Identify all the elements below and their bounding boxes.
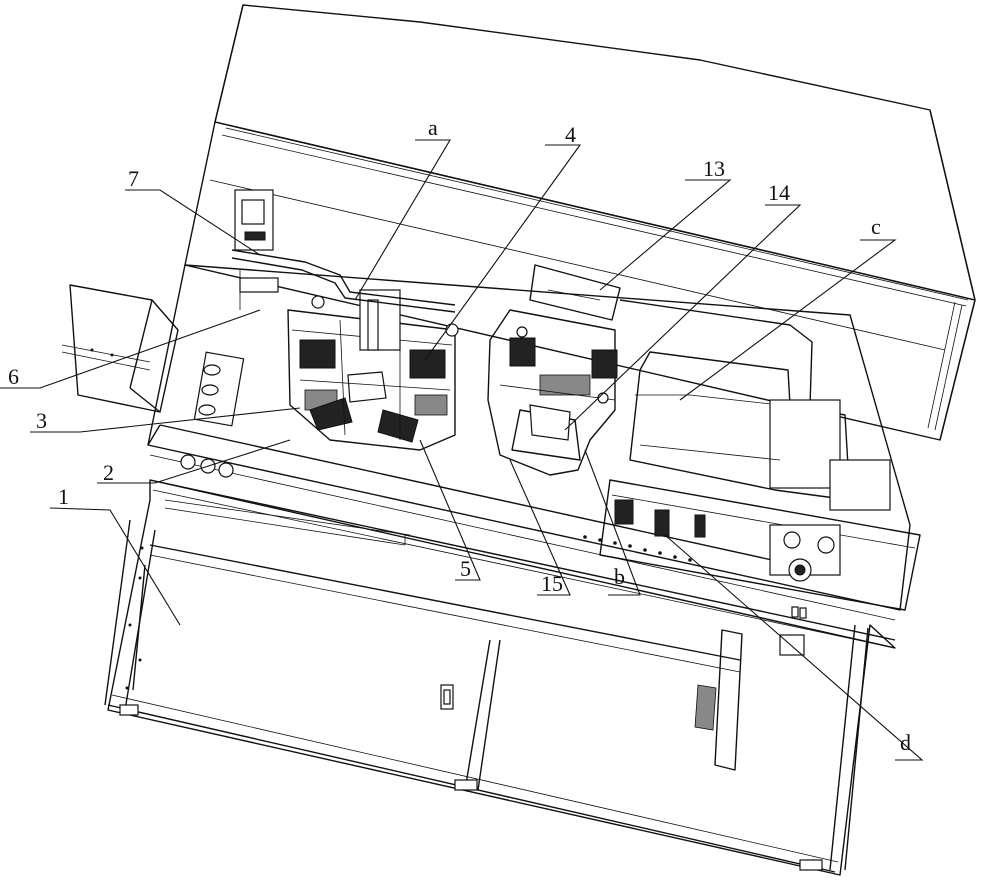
label-2: 2 (103, 460, 114, 485)
label-14: 14 (768, 180, 790, 205)
top-cover (214, 4, 976, 307)
label-13: 13 (703, 156, 725, 181)
left-feeder (61, 284, 245, 478)
right-gantry (583, 479, 921, 656)
right-carriage (619, 299, 891, 511)
label-7: 7 (128, 166, 139, 191)
rail-holes (583, 535, 692, 562)
center-fixture (487, 264, 621, 476)
label-c: c (871, 214, 881, 239)
lower-cabinet (104, 479, 896, 876)
label-4: 4 (565, 122, 576, 147)
label-1: 1 (58, 484, 69, 509)
label-5: 5 (460, 556, 471, 581)
back-plate (184, 121, 976, 441)
label-d: d (900, 730, 911, 755)
label-a: a (428, 115, 438, 140)
label-6: 6 (8, 364, 19, 389)
leader-lines (0, 139, 924, 761)
callout-labels: 1 2 3 6 7 a 4 13 14 c 5 15 b d (8, 115, 911, 755)
label-b: b (614, 564, 625, 589)
label-15: 15 (541, 571, 563, 596)
left-track (231, 189, 456, 313)
left-fixture (287, 289, 459, 451)
label-3: 3 (36, 408, 47, 433)
